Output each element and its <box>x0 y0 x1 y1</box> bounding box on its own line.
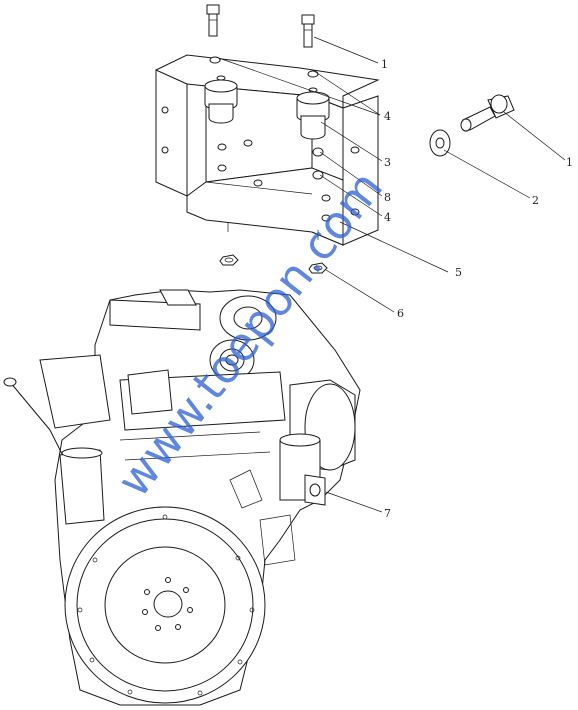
leader-lines <box>215 36 566 513</box>
rubber-mount-left <box>204 75 238 124</box>
callout-1-side-bolt: 1 <box>566 156 573 169</box>
top-washer-left <box>209 56 221 64</box>
top-bolt-right <box>301 14 315 48</box>
callout-2-side-washer: 2 <box>532 194 539 207</box>
callout-3-rubber-mount: 3 <box>384 156 391 169</box>
engine-assembly <box>3 289 361 706</box>
nut-4 <box>312 170 324 180</box>
callout-7-rear-mount: 7 <box>384 507 391 520</box>
top-bolt-left <box>206 4 220 37</box>
callouts: 1 1 2 3 4 4 5 6 7 8 <box>381 58 573 520</box>
washer-8 <box>312 147 324 157</box>
callout-8-washer: 8 <box>384 191 391 204</box>
bottom-nut-left <box>219 254 239 266</box>
bottom-nut-right <box>308 262 328 274</box>
side-bolt <box>460 94 515 132</box>
callout-4-top-washer: 4 <box>384 110 391 123</box>
rubber-mount-right <box>296 87 330 140</box>
callout-1-top-bolt: 1 <box>381 58 388 71</box>
callout-4-nut: 4 <box>384 211 391 224</box>
side-washer <box>429 129 451 157</box>
callout-5-bracket: 5 <box>455 266 462 279</box>
top-washer-right <box>307 70 319 78</box>
callout-6-bottom-nut: 6 <box>397 307 404 320</box>
